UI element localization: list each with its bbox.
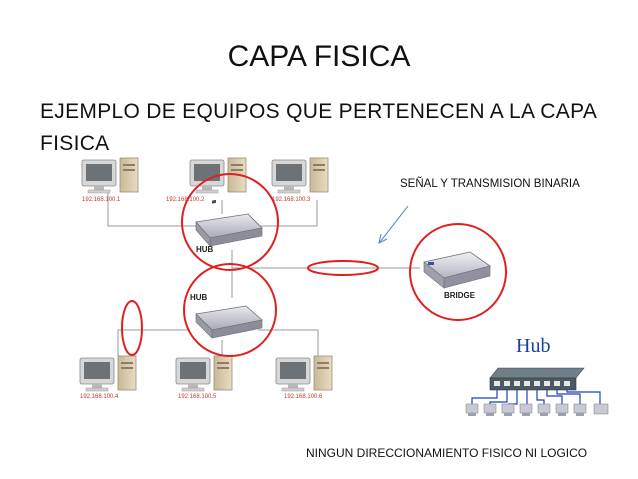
pc-bottom-3 (275, 355, 333, 392)
addressing-note: NINGUN DIRECCIONAMIENTO FISICO NI LOGICO (306, 446, 588, 460)
pc-ip-label: 192.168.100.6 (284, 394, 323, 400)
signal-transmission-note: SEÑAL Y TRANSMISION BINARIA (400, 178, 580, 190)
hub-inset-illustration: Hub (465, 335, 609, 416)
pc-ip-label: 192.168.100.4 (80, 394, 119, 400)
bridge-label: BRIDGE (444, 291, 476, 300)
pc-bottom-2 (175, 355, 233, 392)
highlight-cable-left (121, 300, 143, 356)
highlight-cable-segment (307, 260, 379, 276)
slide-title: CAPA FISICA (227, 40, 411, 73)
highlight-bridge (409, 223, 507, 321)
pc-bottom-1 (79, 355, 137, 392)
highlight-hub-top (181, 173, 279, 271)
highlight-hub-bottom (183, 263, 277, 357)
hub-label: HUB (196, 245, 214, 254)
hub-top: HUB (195, 199, 263, 254)
bridge-device: BRIDGE (423, 251, 491, 300)
pc-ip-label: 192.168.100.2 (166, 197, 205, 203)
annotation-arrow (378, 205, 409, 244)
highlight-marks (121, 173, 507, 357)
network-cables (107, 192, 420, 356)
pc-ip-label: 192.168.100.3 (272, 197, 311, 203)
hub-bottom: HUB (190, 293, 263, 339)
pc-ip-label: 192.168.100.5 (178, 394, 217, 400)
slide-subtitle: EJEMPLO DE EQUIPOS QUE PERTENECEN A LA C… (40, 100, 596, 155)
hub-label: HUB (190, 293, 208, 302)
pc-top-1 (81, 157, 139, 194)
pc-ip-label: 192.168.100.1 (82, 197, 121, 203)
pc-top-3 (271, 157, 329, 194)
hub-inset-title: Hub (516, 335, 550, 357)
